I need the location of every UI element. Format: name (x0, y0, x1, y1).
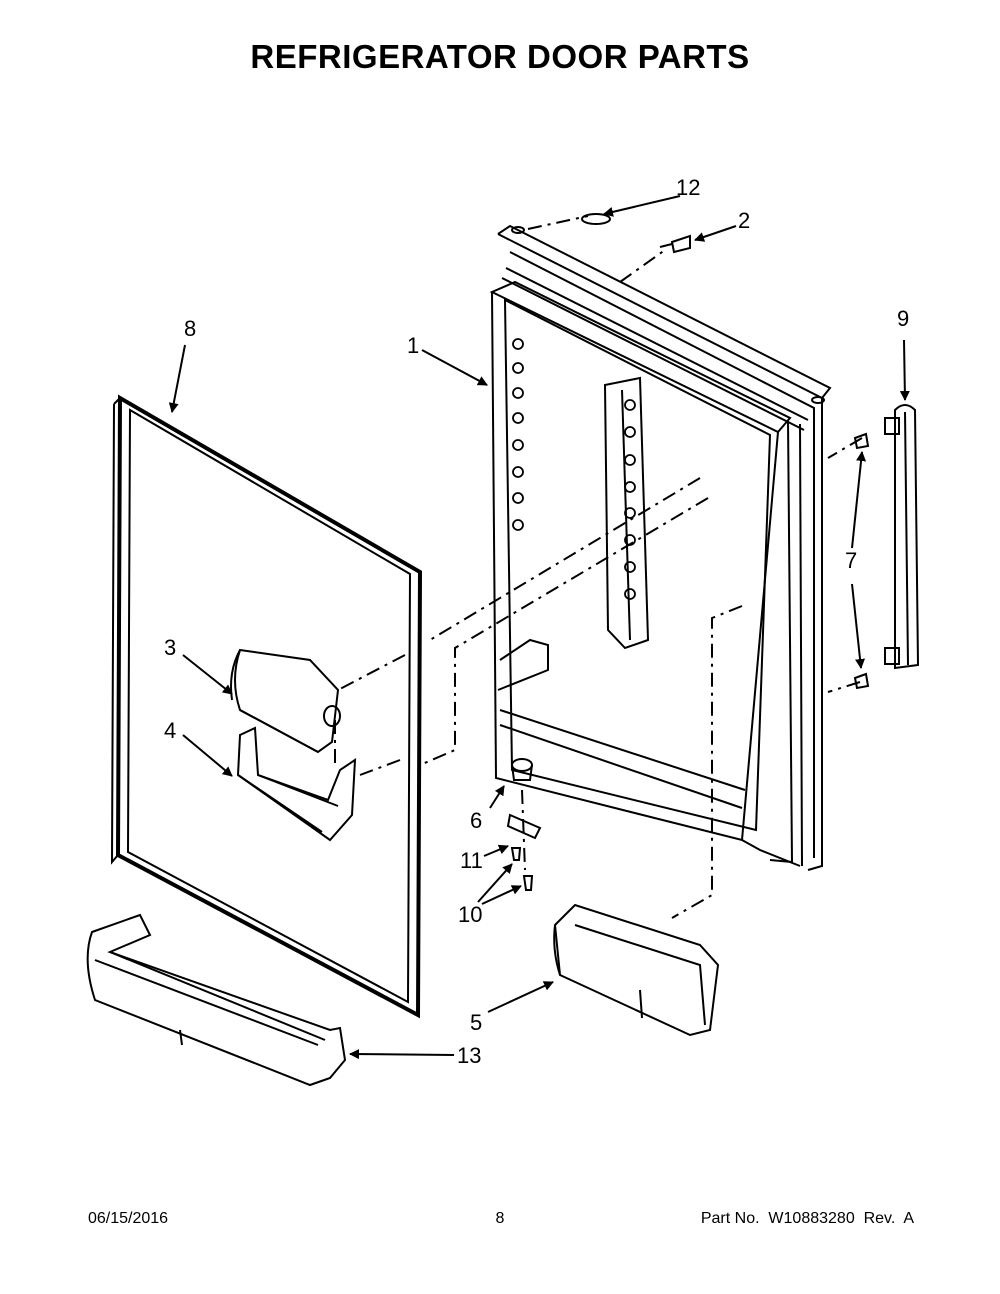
hinge-hardware (506, 758, 542, 891)
dairy-door (230, 648, 341, 754)
callout-6: 6 (470, 808, 482, 833)
alignment-lines (334, 215, 863, 919)
door-bin (553, 903, 720, 1037)
footer-part-number: Part No. W10883280 Rev. A (700, 1210, 914, 1227)
page-title: REFRIGERATOR DOOR PARTS (250, 38, 750, 75)
door-shelf (86, 913, 347, 1087)
leader-arrows (168, 195, 910, 1060)
door-handle (884, 404, 920, 670)
callout-1: 1 (407, 333, 419, 358)
callout-13: 13 (457, 1043, 481, 1068)
footer-date: 06/15/2016 (88, 1210, 169, 1227)
door-gasket (110, 394, 423, 1019)
callout-8: 8 (184, 316, 196, 341)
callout-labels: 12 2 1 8 9 7 3 4 6 11 10 5 13 (164, 175, 909, 1068)
handle-screws (853, 432, 870, 690)
callout-4: 4 (164, 718, 176, 743)
top-hinge-parts (581, 213, 691, 254)
callout-12: 12 (676, 175, 700, 200)
footer-page-number: 8 (495, 1210, 505, 1227)
door-assembly (489, 224, 832, 871)
callout-9: 9 (897, 306, 909, 331)
callout-5: 5 (470, 1010, 482, 1035)
callout-11: 11 (460, 848, 483, 873)
callout-10: 10 (458, 902, 482, 927)
callout-7: 7 (845, 548, 857, 573)
liner-dimples-left (512, 338, 524, 531)
callout-3: 3 (164, 635, 176, 660)
dairy-bin (236, 726, 357, 842)
callout-2: 2 (738, 208, 750, 233)
